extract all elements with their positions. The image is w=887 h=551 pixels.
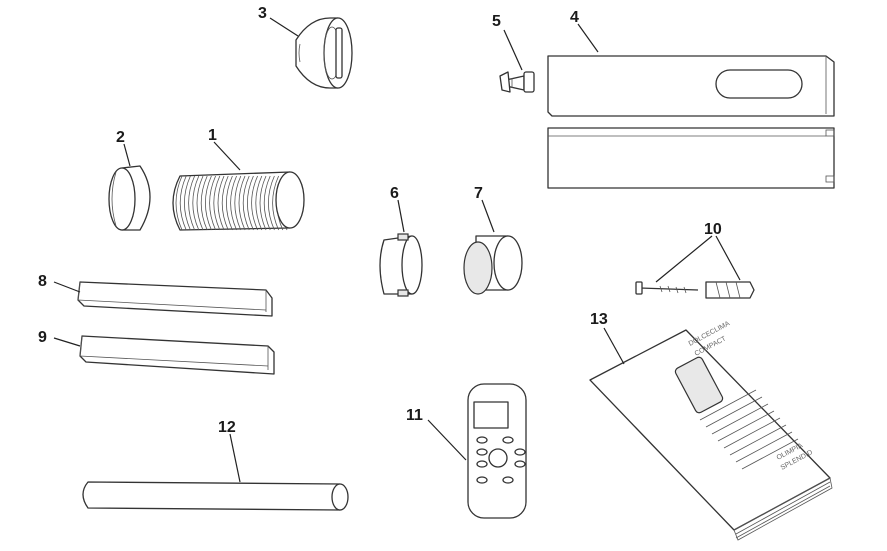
callout-7: 7 [474,185,483,202]
callout-8: 8 [38,273,47,290]
exhaust-hose [172,171,305,231]
hose-rib [209,175,216,231]
window-slider-panel-bottom [547,127,835,189]
window-kit-adapter [463,235,523,295]
hose-rib [205,175,212,231]
callout-4: 4 [570,9,579,26]
hose-rib [196,175,204,231]
brochure-text-line [723,417,781,449]
hose-rib [259,175,267,231]
callout-1: 1 [208,127,217,144]
hose-rib [268,175,275,231]
hose-rib [175,175,183,231]
brochure-text-line [711,403,769,435]
hose-rib [251,175,258,231]
remote-button [476,476,488,484]
screw-and-wall-plug [635,281,755,299]
sponge-strip-a [77,281,273,317]
hose-end-cap [108,165,151,231]
wall-adapter [295,17,353,89]
hose-rib [272,175,279,231]
callout-5: 5 [492,13,501,30]
hose-rib [200,175,208,231]
sponge-strip-b [79,335,275,375]
brochure-text-line [735,431,793,463]
fixing-pin [499,71,535,93]
hose-rib [238,175,246,231]
remote-button [502,476,514,484]
hose-rib [213,175,221,231]
remote-button [476,448,488,456]
callout-9: 9 [38,329,47,346]
hose-rib [230,175,237,231]
hose-rib [184,175,191,231]
brochure-text-line [741,438,799,470]
hose-rib [192,175,200,231]
remote-control [467,383,527,519]
brochure-text-line [699,389,757,421]
hose-rib [217,175,225,231]
callout-12: 12 [218,419,236,436]
hose-rib [255,175,263,231]
hose-rib [247,175,254,231]
instruction-manual: DOLCECLIMA COMPACT OLIMPIA SPLENDID [589,320,833,541]
callout-2: 2 [116,129,125,146]
hose-rib [221,175,229,231]
remote-button [476,436,488,444]
remote-button [514,460,526,468]
hose-rib [188,175,195,231]
remote-dpad [488,448,508,468]
remote-button [514,448,526,456]
hose-rib [179,175,187,231]
hose-rib [242,175,250,231]
hose-rib [263,175,271,231]
callout-13: 13 [590,311,608,328]
hose-rib [226,175,233,231]
extension-tube [82,481,349,511]
hose-connector-ring [379,233,423,297]
brochure-text-line [717,410,775,442]
callout-6: 6 [390,185,399,202]
callout-3: 3 [258,5,267,22]
brochure-text-line [729,424,787,456]
remote-button [476,460,488,468]
remote-button [502,436,514,444]
callout-10: 10 [704,221,722,238]
brochure-text-line [705,396,763,428]
callout-11: 11 [406,407,423,424]
window-slider-panel-top [547,55,835,117]
hose-rib [234,175,242,231]
